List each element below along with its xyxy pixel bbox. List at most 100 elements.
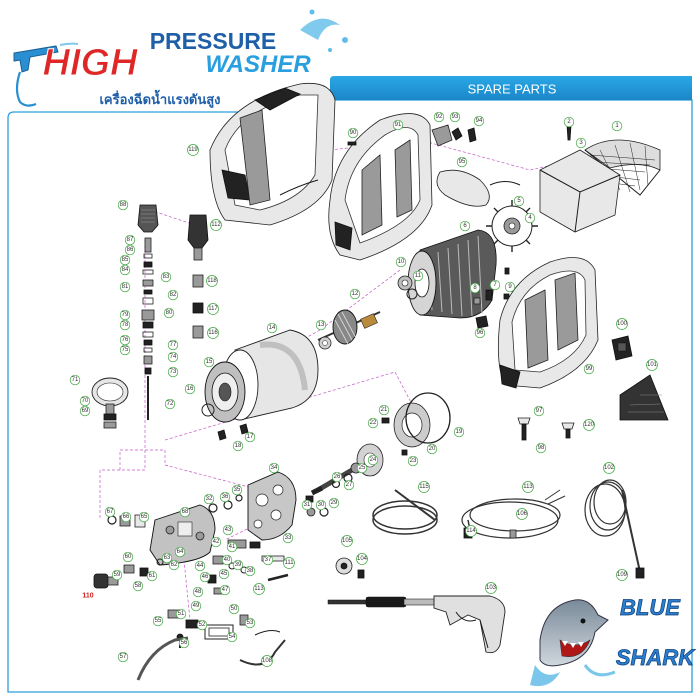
callout-73: 73 [167,366,179,378]
callout-number: 1 [615,123,619,129]
callout-104: 104 [356,553,368,565]
callout-99: 99 [583,363,595,375]
screw-2 [566,124,572,141]
brand-pressure: PRESSURE [150,28,277,54]
callout-113: 113 [253,583,265,595]
callout-number: 27 [346,482,353,488]
callout-number: 68 [182,509,189,515]
callout-number: 55 [155,618,162,624]
logo-blue-text: BLUE [620,595,681,620]
fastener-parts-top [347,124,477,147]
pressure-gauge [91,377,129,429]
callout-number: 69 [82,408,89,414]
callout-8: 8 [469,282,481,294]
callout-63: 63 [161,552,173,564]
main-housing-center [328,113,433,261]
callout-number: 15 [206,359,213,365]
callout-number: 75 [122,347,129,353]
callout-118: 118 [206,275,218,287]
callout-number: 50 [231,606,238,612]
high-pressure-hose-115 [372,489,438,535]
callout-120: 120 [583,419,595,431]
callout-number: 9 [508,284,512,290]
callout-33: 33 [282,532,294,544]
switch-96 [475,315,489,329]
callout-number: 58 [135,583,142,589]
callout-number: 74 [170,354,177,360]
fan-shroud [539,149,621,233]
motor-armature [317,309,381,350]
brand-logo: HIGH PRESSURE WASHER เครื่องฉีดน้ำแรงดัน… [13,9,348,108]
nozzle-112 [187,214,209,261]
callout-100: 100 [616,318,628,330]
callout-31: 31 [301,499,313,511]
callout-112: 112 [210,219,222,231]
callout-102: 102 [603,462,615,474]
callout-number: 96 [477,330,484,336]
callout-number: 99 [586,366,593,372]
callout-21: 21 [378,404,390,416]
callout-number: 32 [206,496,213,502]
callout-number: 4 [528,215,532,221]
callout-number: 101 [647,362,658,368]
callout-number: 94 [476,118,483,124]
callout-76: 76 [119,334,131,346]
callout-53: 53 [244,617,256,629]
callout-58: 58 [132,580,144,592]
callout-6: 6 [459,220,471,232]
callout-number: 76 [122,337,129,343]
callout-72: 72 [164,398,176,410]
callout-number: 11 [415,273,422,279]
adapter-fittings-116-118 [192,274,204,339]
callout-47: 47 [219,584,231,596]
callout-23: 23 [407,455,419,467]
callout-56: 56 [178,637,190,649]
callout-number: 35 [234,487,241,493]
callout-19: 19 [453,426,465,438]
callout-27: 27 [343,479,355,491]
accessory-parts-104-106 [335,529,517,579]
callout-44: 44 [194,560,206,572]
callout-number: 85 [122,257,129,263]
callout-number: 112 [211,222,221,228]
callout-number: 113 [254,586,264,592]
callout-88: 88 [117,199,129,211]
callout-24: 24 [367,454,379,466]
callout-82: 82 [167,289,179,301]
logo-shark-text: SHARK [616,645,696,670]
callout-number: 54 [229,634,236,640]
callout-number: 111 [284,560,294,566]
callout-69: 69 [79,405,91,417]
callout-29: 29 [328,497,340,509]
callout-number: 22 [370,420,377,426]
callout-98: 98 [535,442,547,454]
blue-shark-logo: BLUE SHARK [530,595,697,687]
callout-54: 54 [226,631,238,643]
callout-number: 34 [271,465,278,471]
callout-95: 95 [456,156,468,168]
callout-number: 88 [120,202,127,208]
outlet-hose-57 [136,636,189,681]
callout-number: 42 [213,539,220,545]
callout-number: 62 [171,562,178,568]
callout-49: 49 [190,600,202,612]
callout-97: 97 [533,405,545,417]
callout-66: 66 [120,511,132,523]
callout-7: 7 [489,279,501,291]
callout-number: 6 [463,223,467,229]
callout-71: 71 [69,374,81,386]
callout-109: 109 [616,569,628,581]
callout-86: 86 [124,244,136,256]
callout-92: 92 [433,111,445,123]
callout-62: 62 [168,559,180,571]
callout-number: 97 [536,408,543,414]
callout-number: 26 [334,474,341,480]
motor-stator [407,229,497,319]
callout-48: 48 [192,586,204,598]
callout-41: 41 [226,541,238,553]
callout-number: 79 [122,312,129,318]
callout-number: 108 [262,658,273,664]
callout-number: 102 [604,465,615,471]
callout-119: 119 [187,144,199,156]
callout-38: 38 [244,565,256,577]
